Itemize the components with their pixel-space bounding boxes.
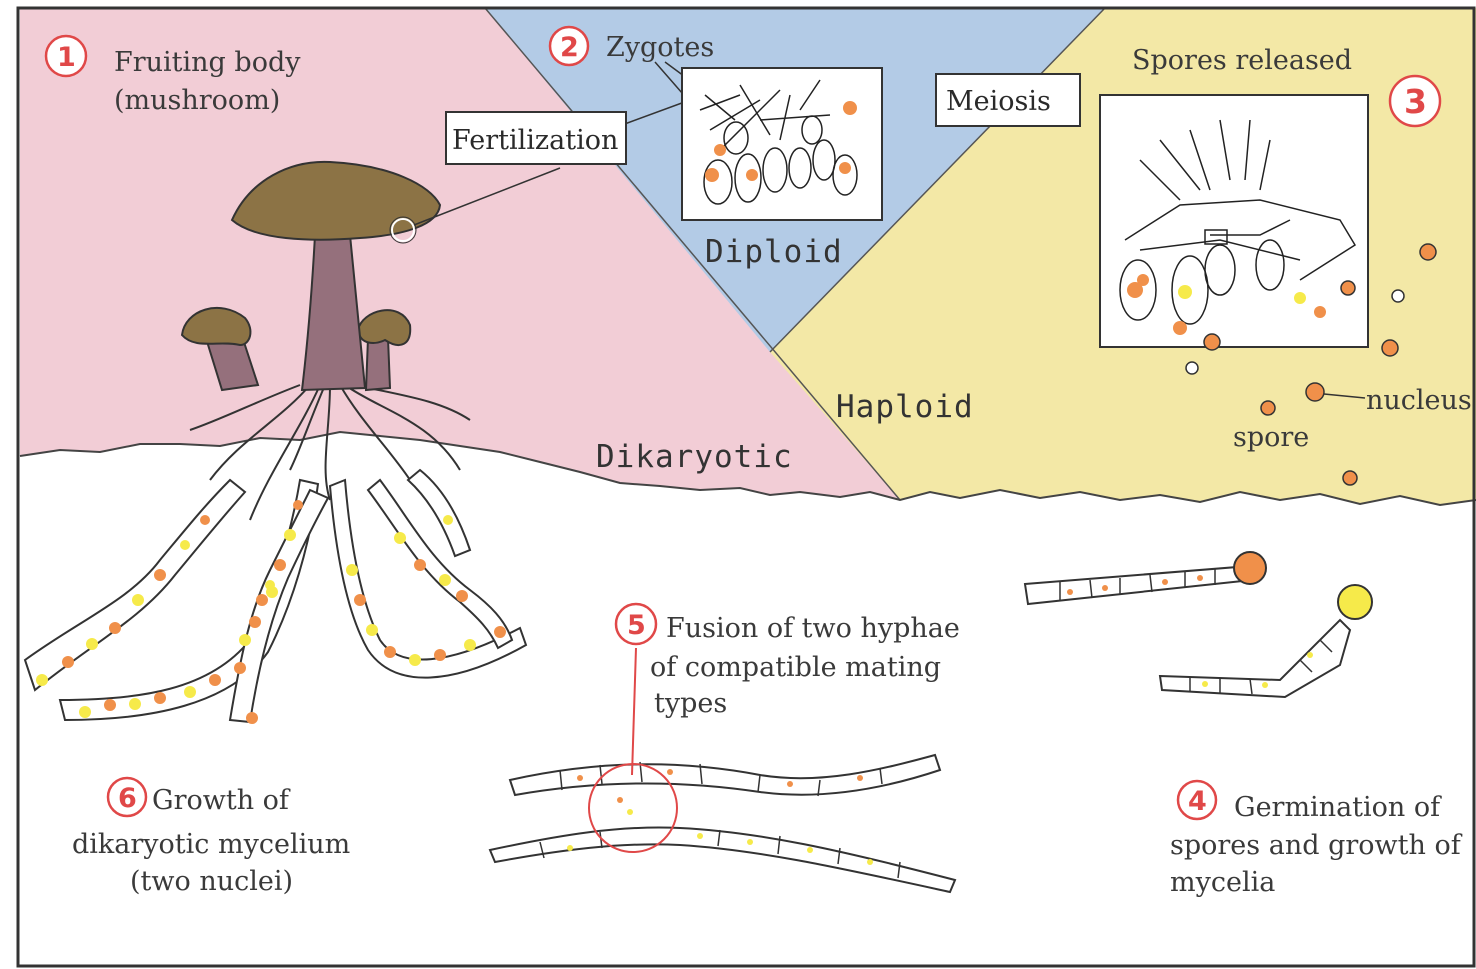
spore-nucleus: [1137, 274, 1149, 286]
stage-1-title: Fruiting body: [114, 47, 301, 78]
stage-2-marker: 2: [550, 27, 588, 65]
svg-text:5: 5: [627, 610, 646, 641]
small-mushroom-stem: [366, 338, 390, 390]
fusing-hyphae: [490, 648, 955, 892]
stage-3-marker: 3: [1390, 76, 1440, 126]
stage-5-line-1: Fusion of two hyphae: [666, 613, 960, 644]
svg-text:4: 4: [1188, 786, 1207, 817]
spore-callout-label: spore: [1233, 422, 1309, 453]
fusion-pointer-line: [632, 648, 636, 775]
stage-4-line-2: spores and growth of: [1170, 830, 1463, 861]
stage-5-line-2: of compatible mating: [650, 652, 941, 683]
stage-6-line-3: (two nuclei): [130, 866, 293, 897]
zygote-nucleus: [839, 162, 851, 174]
zygote-nucleus: [746, 169, 758, 181]
germinating-hypha-yellow: [1160, 585, 1372, 697]
spore-nucleus: [1173, 321, 1187, 335]
zygote-inset: [682, 68, 882, 220]
svg-text:2: 2: [560, 32, 579, 63]
dikaryotic-mycelium: [25, 470, 526, 724]
svg-text:1: 1: [57, 42, 76, 73]
zygote-inset-frame: [682, 68, 882, 220]
stage-4-line-1: Germination of: [1234, 792, 1442, 823]
meiosis-box: Meiosis: [936, 74, 1080, 126]
stage-6-line-2: dikaryotic mycelium: [72, 829, 350, 860]
spore-with-nucleus-callout: [1306, 383, 1324, 401]
dikaryotic-region-label: Dikaryotic: [596, 439, 793, 475]
stage-1-marker: 1: [46, 36, 86, 76]
spore-nucleus: [1294, 292, 1306, 304]
stage-5-marker: 5: [616, 604, 656, 644]
spore-inset: [1100, 95, 1368, 347]
stage-4-marker: 4: [1178, 781, 1216, 819]
stage-2-title: Zygotes: [606, 32, 714, 63]
stage-5-line-3: types: [654, 688, 727, 719]
nucleus-callout-label: nucleus: [1366, 385, 1472, 416]
germinating-hypha-orange: [1025, 552, 1266, 604]
stage-6-marker: 6: [108, 778, 146, 816]
spore-nucleus: [1178, 285, 1192, 299]
germinating-spore: [1338, 585, 1372, 619]
spore-nucleus: [1314, 306, 1326, 318]
fertilization-box: Fertilization: [446, 112, 626, 164]
zygote-nucleus: [843, 101, 857, 115]
meiosis-label: Meiosis: [946, 86, 1051, 117]
diploid-region-label: Diploid: [705, 234, 843, 270]
stage-3-title: Spores released: [1132, 45, 1352, 76]
spore-inset-frame: [1100, 95, 1368, 347]
stage-6-line-1: Growth of: [152, 785, 291, 816]
haploid-region-label: Haploid: [836, 389, 974, 425]
stage-4-line-3: mycelia: [1170, 867, 1275, 898]
fertilization-label: Fertilization: [452, 125, 618, 156]
germinating-spore: [1234, 552, 1266, 584]
stage-1-subtitle: (mushroom): [114, 85, 280, 116]
svg-text:3: 3: [1404, 82, 1427, 121]
svg-text:6: 6: [118, 783, 137, 814]
zygote-nucleus: [705, 168, 719, 182]
zygote-nucleus: [714, 144, 726, 156]
